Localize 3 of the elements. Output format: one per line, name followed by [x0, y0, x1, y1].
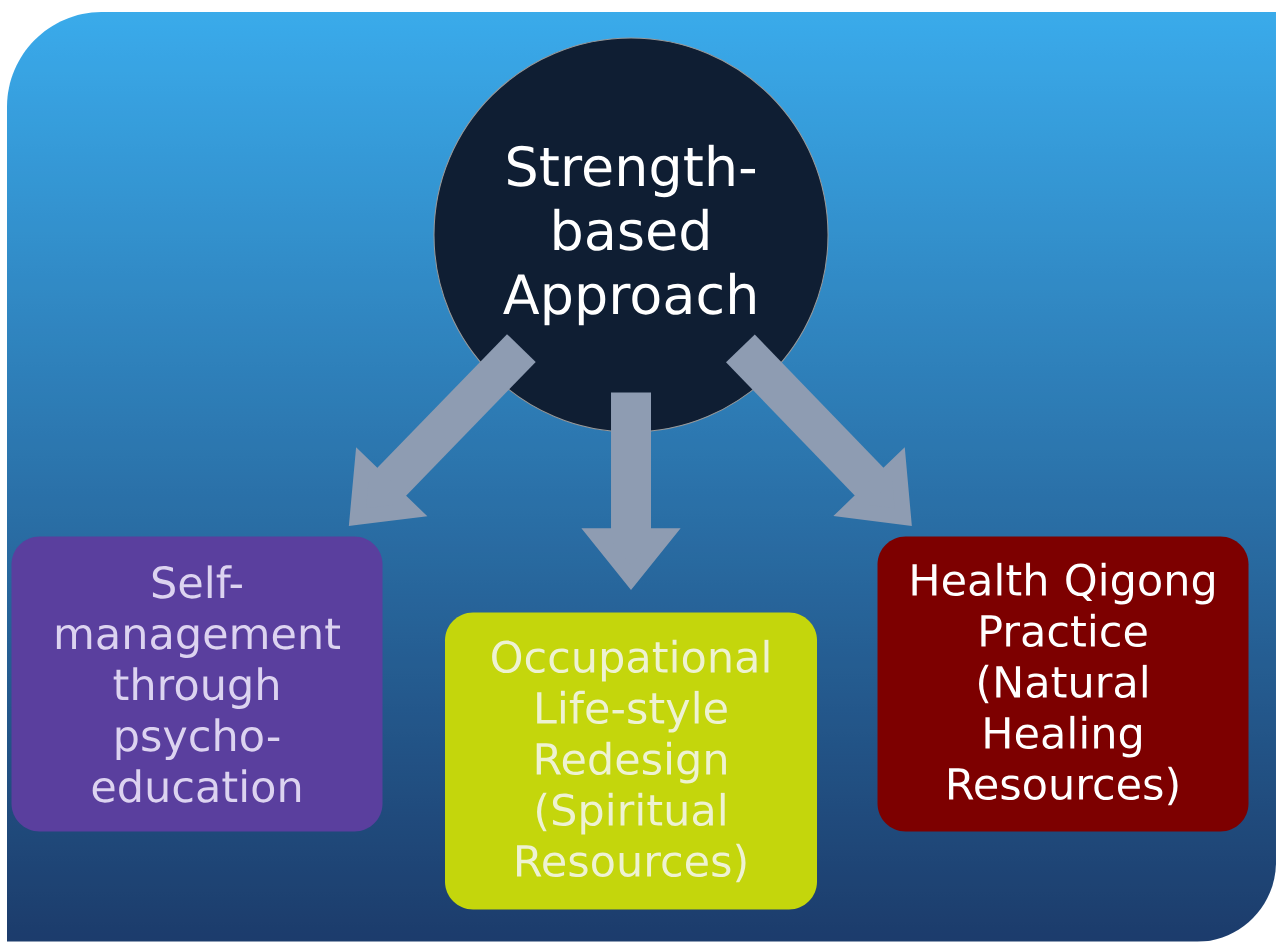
- rounded-box: Health Qigong Practice (Natural Healing Resources): [877, 536, 1249, 832]
- rounded-box: Self-management through psycho-education: [11, 536, 383, 832]
- rounded-box: Occupational Life-style Redesign (Spiritual Resources): [445, 612, 817, 910]
